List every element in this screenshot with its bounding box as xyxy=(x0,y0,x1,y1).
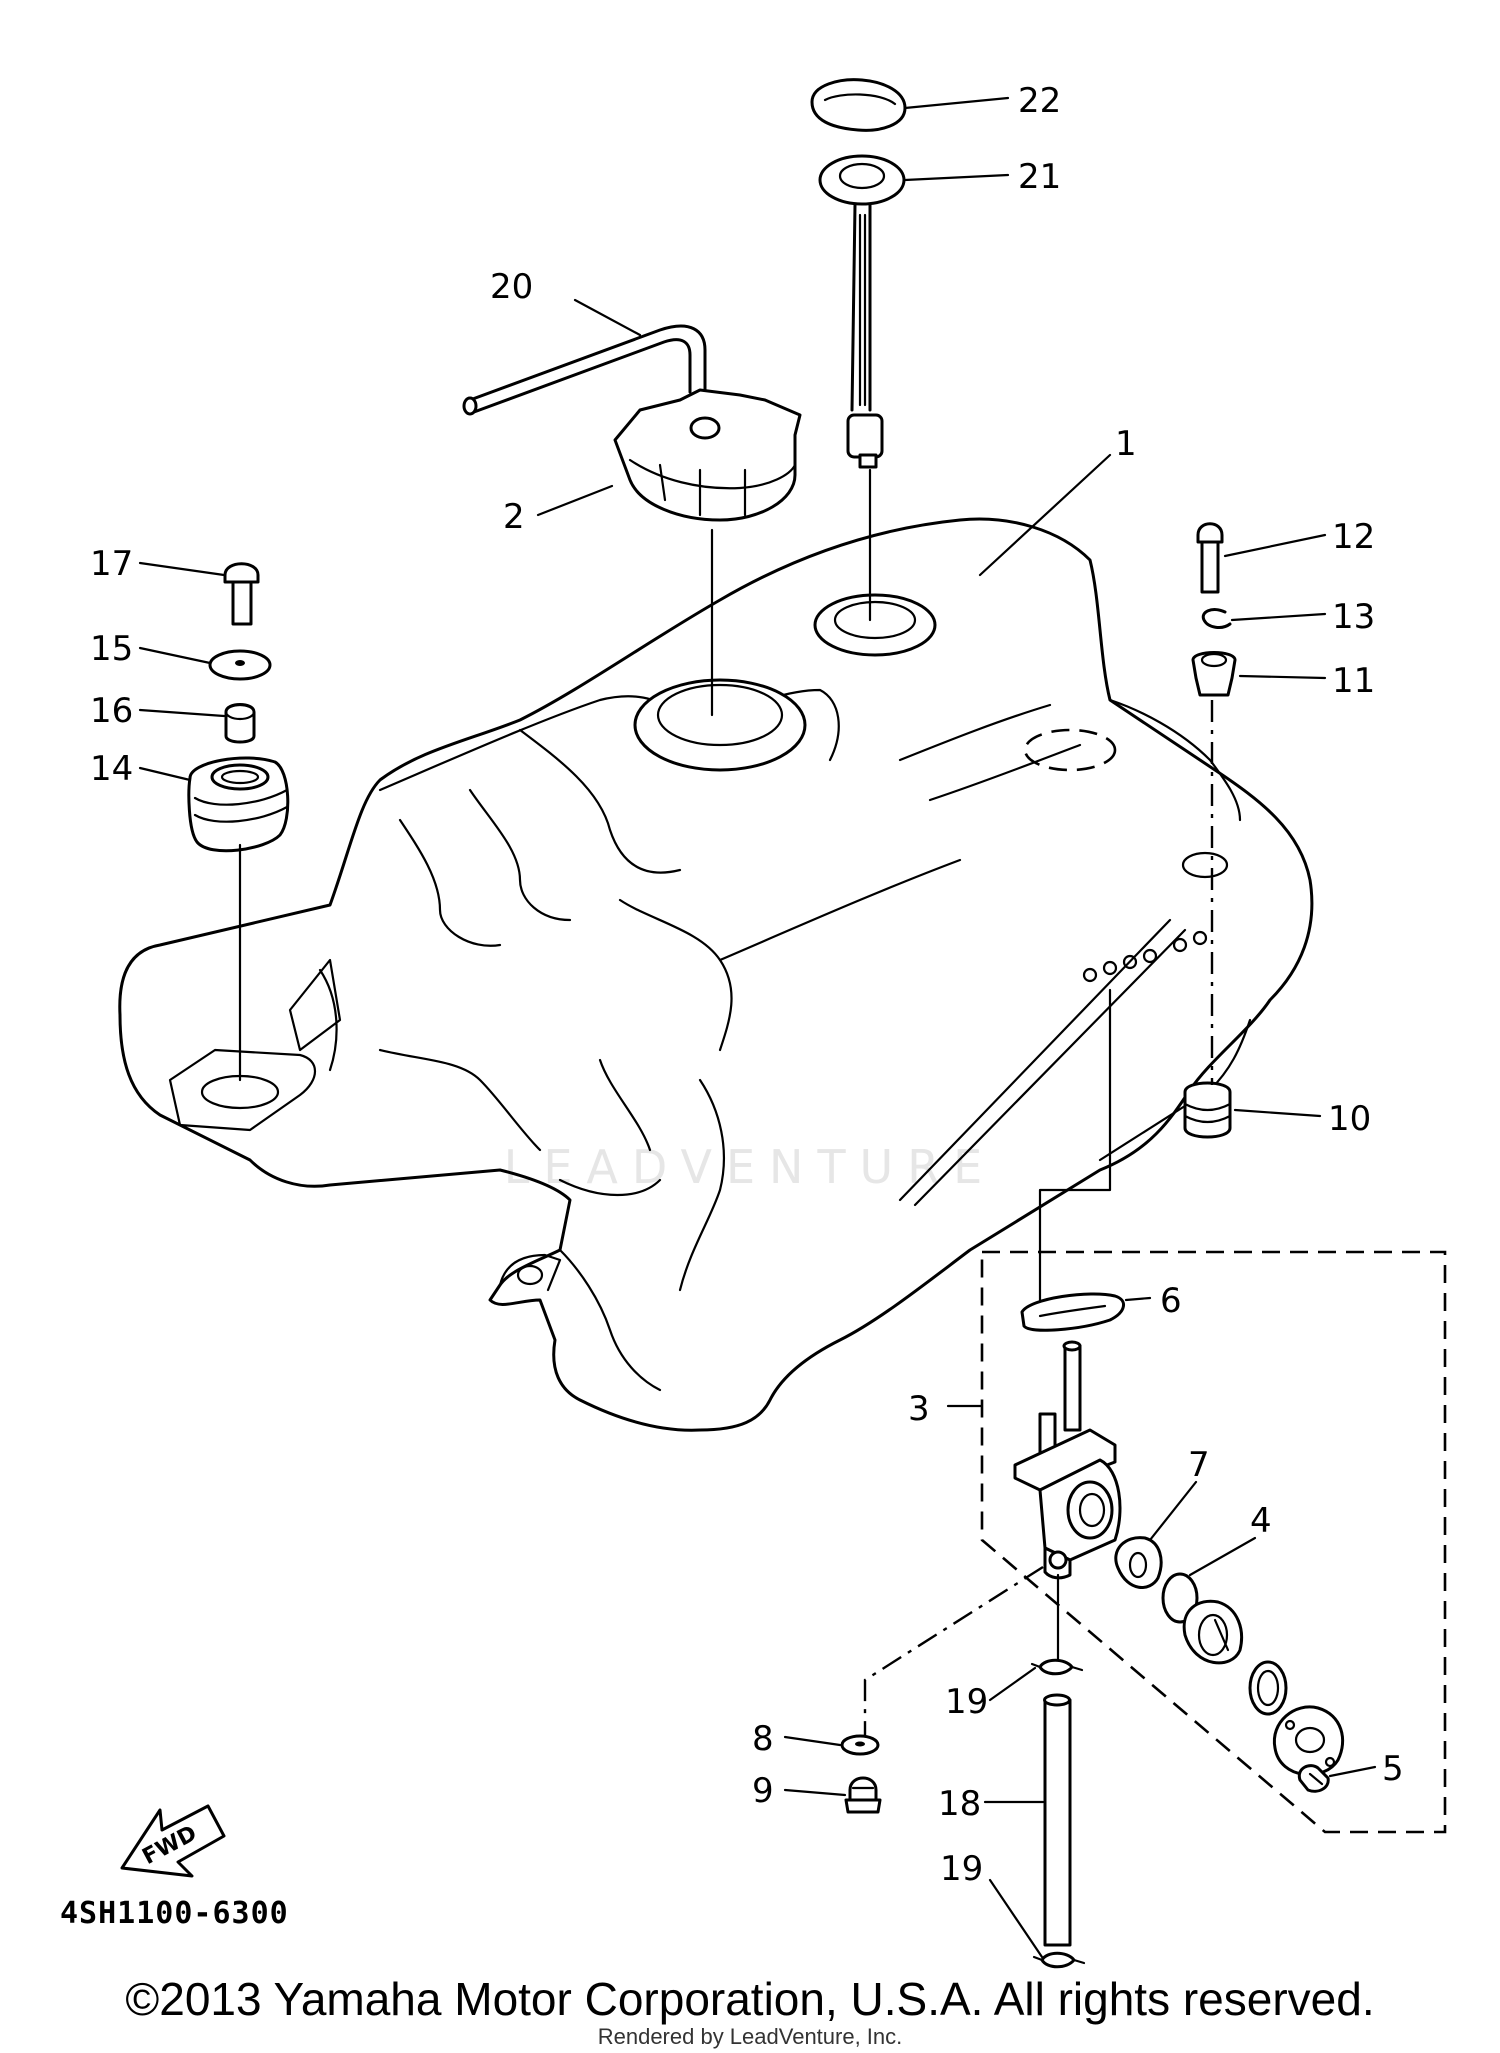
breather-hose[interactable] xyxy=(462,324,707,416)
callout-13[interactable]: 13 xyxy=(1332,597,1375,637)
callout-8[interactable]: 8 xyxy=(752,1719,774,1759)
fwd-arrow: FWD xyxy=(120,1804,226,1878)
callout-17[interactable]: 17 xyxy=(90,544,133,584)
bolt-17[interactable] xyxy=(223,562,260,626)
collar-11[interactable] xyxy=(1191,651,1237,697)
callout-1[interactable]: 1 xyxy=(1115,424,1137,464)
washer-13[interactable] xyxy=(1201,608,1232,629)
gasket-6[interactable] xyxy=(1020,1292,1125,1332)
callout-11[interactable]: 11 xyxy=(1332,661,1375,701)
plate-5[interactable] xyxy=(1272,1705,1345,1777)
diagram-id: 4SH1100-6300 xyxy=(60,1896,289,1931)
callout-21[interactable]: 21 xyxy=(1018,157,1061,197)
callout-16[interactable]: 16 xyxy=(90,691,133,731)
clip-19-upper[interactable] xyxy=(1030,1658,1084,1676)
callout-10[interactable]: 10 xyxy=(1328,1099,1371,1139)
callout-9[interactable]: 9 xyxy=(752,1771,774,1811)
washer-8[interactable] xyxy=(840,1734,880,1756)
rendered-by-notice: Rendered by LeadVenture, Inc. xyxy=(597,2024,903,2049)
clip-19-lower[interactable] xyxy=(1032,1951,1086,1969)
callout-14[interactable]: 14 xyxy=(90,749,133,789)
copyright-notice: ©2013 Yamaha Motor Corporation, U.S.A. A… xyxy=(125,1973,1375,2025)
sender-damper[interactable] xyxy=(810,78,907,132)
damper-10[interactable] xyxy=(1183,1081,1232,1139)
bolt-12[interactable] xyxy=(1196,522,1224,594)
fuel-cock-body[interactable] xyxy=(1013,1340,1122,1580)
watermark-text: LEADVENTURE xyxy=(503,1140,997,1194)
callout-19-upper[interactable]: 19 xyxy=(945,1682,988,1722)
collar-16[interactable] xyxy=(224,703,256,744)
callouts: 22 21 20 1 2 12 13 11 10 6 3 7 4 5 8 9 1… xyxy=(90,81,1404,1889)
tank-cap[interactable] xyxy=(613,388,802,522)
callout-3[interactable]: 3 xyxy=(908,1389,930,1429)
callout-22[interactable]: 22 xyxy=(1018,81,1061,121)
fuel-sender-unit[interactable] xyxy=(818,154,906,469)
callout-15[interactable]: 15 xyxy=(90,629,133,669)
assembly-lines xyxy=(238,468,1214,1735)
washer-15[interactable] xyxy=(208,649,272,681)
callout-18[interactable]: 18 xyxy=(938,1784,981,1824)
callout-5[interactable]: 5 xyxy=(1382,1749,1404,1789)
callout-19-lower[interactable]: 19 xyxy=(940,1849,983,1889)
callout-2[interactable]: 2 xyxy=(503,497,525,537)
grommet-14[interactable] xyxy=(187,756,290,853)
callout-20[interactable]: 20 xyxy=(490,267,533,307)
leader-lines xyxy=(138,96,1377,1959)
fuel-hose-18[interactable] xyxy=(1043,1693,1072,1947)
screw-5[interactable] xyxy=(1297,1764,1330,1793)
fuel-cock-assy-box xyxy=(980,1250,1447,1834)
lever-7[interactable] xyxy=(1114,1536,1163,1589)
screw-9[interactable] xyxy=(844,1776,882,1814)
valve-parts[interactable] xyxy=(1182,1599,1288,1716)
callout-12[interactable]: 12 xyxy=(1332,517,1375,557)
callout-6[interactable]: 6 xyxy=(1160,1281,1182,1321)
callout-4[interactable]: 4 xyxy=(1250,1501,1272,1541)
callout-7[interactable]: 7 xyxy=(1188,1445,1210,1485)
fuel-tank[interactable] xyxy=(118,517,1314,1432)
